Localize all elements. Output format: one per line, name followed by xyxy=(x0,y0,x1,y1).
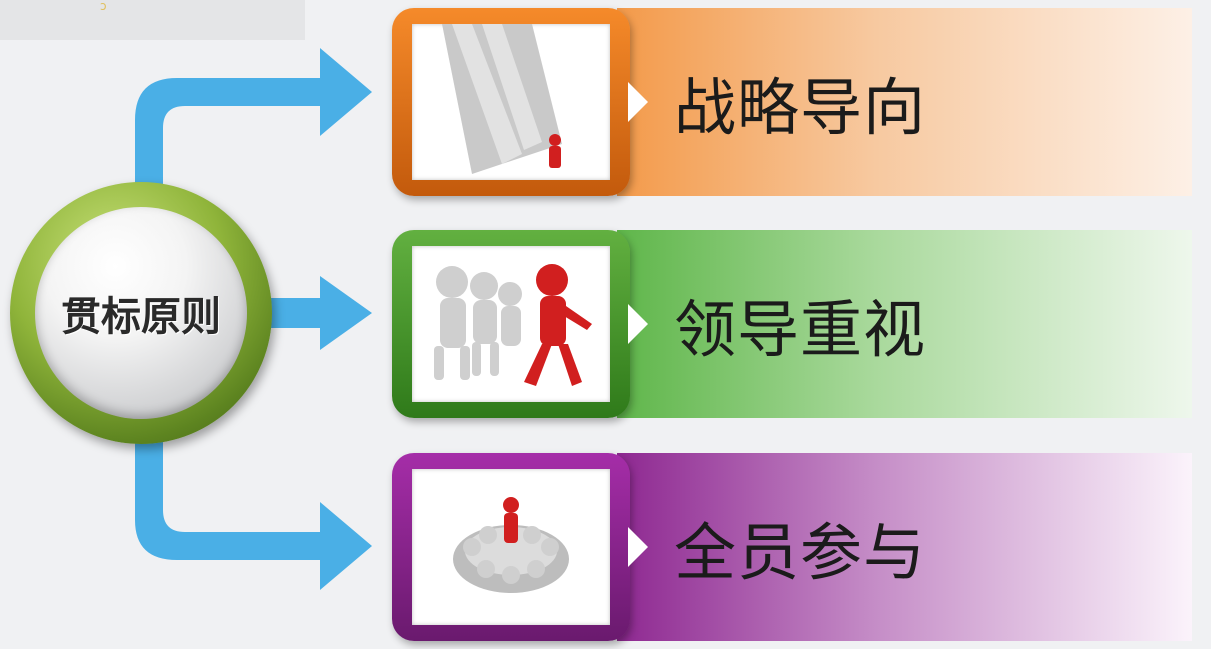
running-leader-icon xyxy=(412,246,610,402)
connector-top-branch xyxy=(135,48,372,190)
hub-label: 贯标原则 xyxy=(61,294,221,340)
connector-bottom-branch xyxy=(135,436,372,590)
row-title: 领导重视 xyxy=(674,293,927,366)
row-banner xyxy=(617,8,1192,196)
picture-frame xyxy=(392,8,630,196)
row-pointer xyxy=(628,527,648,567)
row-title: 战略导向 xyxy=(674,71,927,144)
circle-gathering-icon xyxy=(412,469,610,625)
row-pointer xyxy=(628,304,648,344)
corner-mark-icon: ɔ xyxy=(100,0,107,13)
hub-circle: 贯标原则 xyxy=(10,182,272,444)
row-title: 全员参与 xyxy=(674,516,927,589)
corner-panel: ɔ xyxy=(0,0,305,40)
row-banner xyxy=(617,453,1192,641)
connector-middle-branch xyxy=(270,276,372,350)
picture-frame xyxy=(392,230,630,418)
picture-frame xyxy=(392,453,630,641)
row-banner xyxy=(617,230,1192,418)
crowd-leader-icon xyxy=(412,24,610,180)
row-pointer xyxy=(628,82,648,122)
hub-sphere: 贯标原则 xyxy=(35,207,247,419)
